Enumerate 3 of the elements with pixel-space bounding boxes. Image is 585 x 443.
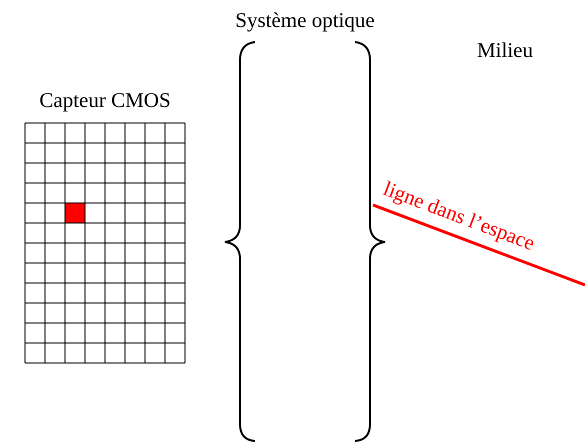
sensor-label: Capteur CMOS <box>39 90 171 111</box>
medium-label: Milieu <box>477 40 533 61</box>
heading-label: Système optique <box>235 10 375 31</box>
